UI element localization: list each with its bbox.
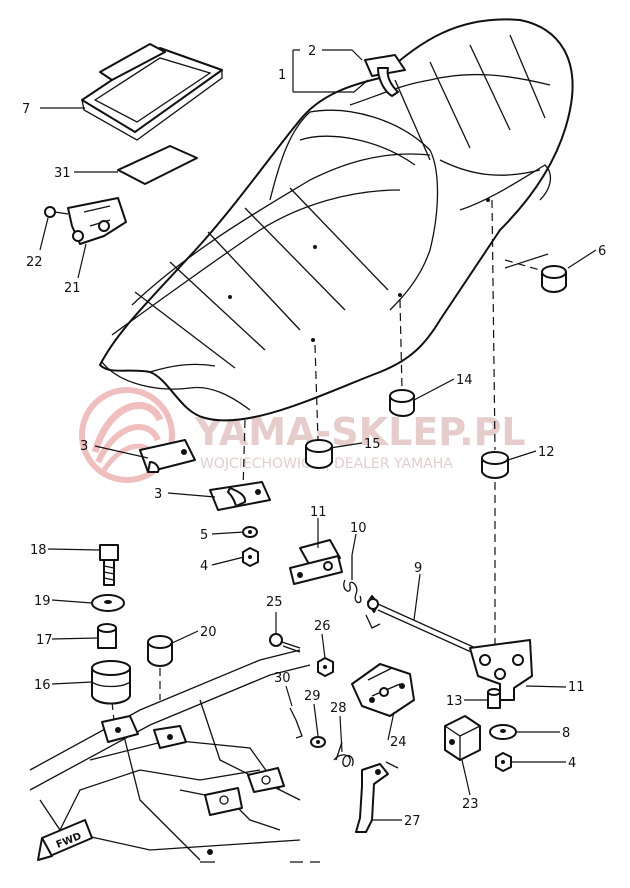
callout-3-lower: 3 <box>154 487 162 502</box>
part-6-damper <box>541 265 567 293</box>
part-24-latch <box>351 663 415 717</box>
callout-12: 12 <box>538 445 555 460</box>
callout-11-upper: 11 <box>310 505 327 520</box>
callout-1: 1 <box>278 68 286 83</box>
callout-18: 18 <box>30 543 47 558</box>
part-27-lever <box>355 761 399 833</box>
part-4-nut-right <box>495 752 512 772</box>
callout-4-left: 4 <box>200 559 208 574</box>
part-4-nut-left <box>242 547 259 567</box>
seat <box>99 18 574 422</box>
callout-31: 31 <box>54 166 71 181</box>
callout-23: 23 <box>462 797 479 812</box>
assembly-line-seat-to-15 <box>314 344 319 441</box>
part-3-bracket-upper <box>139 439 196 473</box>
part-11-bracket-upper <box>289 539 343 585</box>
callout-13: 13 <box>446 694 463 709</box>
assembly-line-16-to-frame <box>111 701 116 731</box>
part-10-spring <box>343 555 362 604</box>
callout-8: 8 <box>562 726 570 741</box>
assembly-line-seat-to-3 <box>242 419 246 491</box>
callout-5: 5 <box>200 528 208 543</box>
part-30-clip <box>289 707 303 739</box>
frame-section <box>29 649 320 863</box>
callout-9: 9 <box>414 561 422 576</box>
callout-3-upper: 3 <box>80 439 88 454</box>
callout-2: 2 <box>308 44 316 59</box>
part-1-2-strap <box>364 54 406 97</box>
part-8-washer <box>489 724 517 740</box>
callout-6: 6 <box>598 244 606 259</box>
part-26-nut <box>317 657 334 677</box>
part-12-damper <box>481 451 509 479</box>
callout-15: 15 <box>364 437 381 452</box>
part-3-bracket-lower <box>209 481 271 511</box>
part-16-damper <box>91 660 131 705</box>
part-11-bracket-lower <box>469 639 533 701</box>
part-15-damper <box>305 439 333 469</box>
fwd-arrow: FWD <box>37 819 93 861</box>
part-29-washer <box>310 736 326 748</box>
assembly-line-seat-to-6 <box>504 259 541 271</box>
callout-17: 17 <box>36 633 53 648</box>
part-18-bolt <box>99 544 119 586</box>
part-28-spring <box>333 741 354 767</box>
callout-28: 28 <box>330 701 347 716</box>
callout-4-right: 4 <box>568 756 576 771</box>
part-21-seat-lock <box>67 197 127 245</box>
part-17-collar <box>97 623 117 649</box>
leader-lines <box>39 49 597 821</box>
part-31-label <box>117 145 198 185</box>
part-7-tray <box>81 43 223 141</box>
callout-26: 26 <box>314 619 331 634</box>
callout-19: 19 <box>34 594 51 609</box>
callout-11-lower: 11 <box>568 680 585 695</box>
part-5-washer <box>242 526 258 538</box>
callout-10: 10 <box>350 521 367 536</box>
part-19-washer <box>91 594 125 612</box>
callout-21: 21 <box>64 281 81 296</box>
part-20-damper <box>147 635 173 667</box>
callout-numbers: 2 1 7 31 22 21 6 14 15 12 3 3 5 4 18 19 … <box>22 44 606 829</box>
part-14-damper <box>389 389 415 417</box>
assembly-line-seat-to-14 <box>399 299 403 391</box>
callout-22: 22 <box>26 255 43 270</box>
part-22-screw <box>44 206 69 218</box>
part-13-collar <box>487 688 501 709</box>
assembly-line-seat-to-12 <box>491 199 496 451</box>
part-25-bolt <box>269 633 301 653</box>
callout-27: 27 <box>404 814 421 829</box>
part-9-rod <box>365 595 481 657</box>
callout-30: 30 <box>274 671 291 686</box>
callout-16: 16 <box>34 678 51 693</box>
callout-20: 20 <box>200 625 217 640</box>
callout-7: 7 <box>22 102 30 117</box>
callout-14: 14 <box>456 373 473 388</box>
part-23-lock-cylinder <box>444 715 481 761</box>
callout-25: 25 <box>266 595 283 610</box>
callout-24: 24 <box>390 735 407 750</box>
callout-29: 29 <box>304 689 321 704</box>
